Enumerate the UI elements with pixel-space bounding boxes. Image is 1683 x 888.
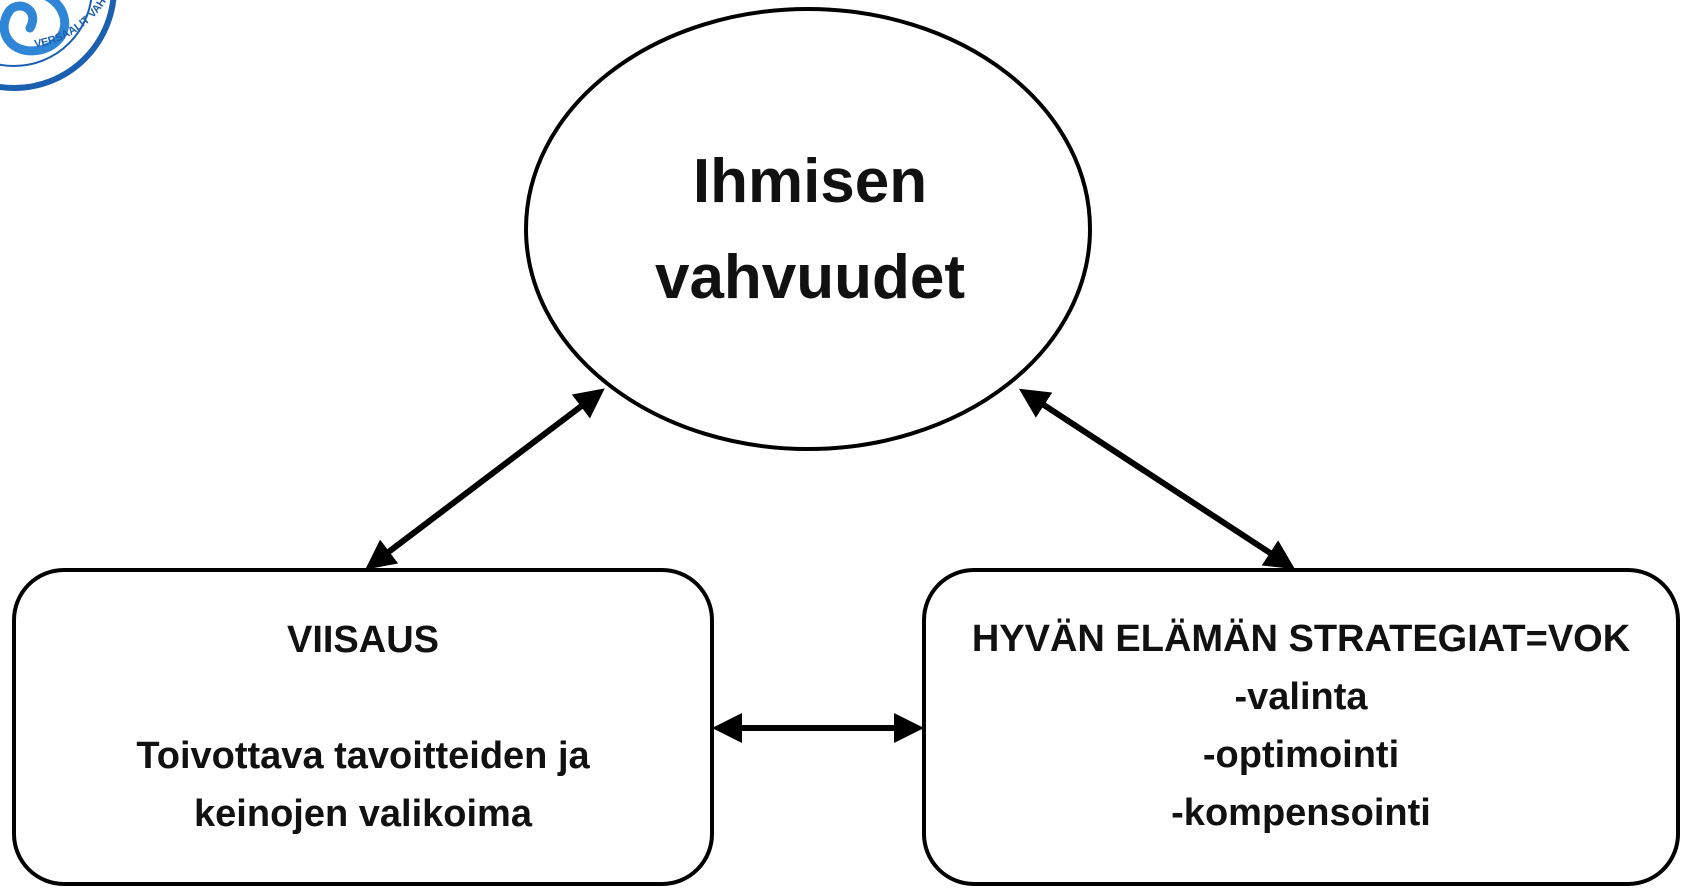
left-box-text: VIISAUS Toivottava tavoitteiden ja keino… (14, 572, 712, 882)
logo-emblem-icon (0, 0, 70, 56)
right-box-item: -kompensointi (1171, 792, 1431, 834)
arrow-center-left (365, 388, 605, 570)
center-line-2: vahvuudet (654, 243, 966, 312)
center-line-1: Ihmisen (692, 147, 928, 216)
right-box-text: HYVÄN ELÄMÄN STRATEGIAT=VOK -valinta -op… (924, 576, 1678, 876)
left-box-title: VIISAUS (286, 619, 440, 661)
right-box-title: HYVÄN ELÄMÄN STRATEGIAT=VOK (971, 618, 1631, 660)
right-box-item: -optimointi (1202, 734, 1400, 776)
logo: VERSAALIT VAHVUUDET (0, 0, 117, 91)
left-box-line-1: Toivottava tavoitteiden ja (136, 735, 590, 777)
center-label: Ihmisen vahvuudet (530, 130, 1090, 330)
right-box-item: -valinta (1234, 676, 1368, 718)
right-box (922, 568, 1680, 886)
arrow-center-right (1018, 388, 1296, 570)
left-box-line-2: keinojen valikoima (194, 793, 532, 835)
center-ellipse (524, 7, 1092, 451)
